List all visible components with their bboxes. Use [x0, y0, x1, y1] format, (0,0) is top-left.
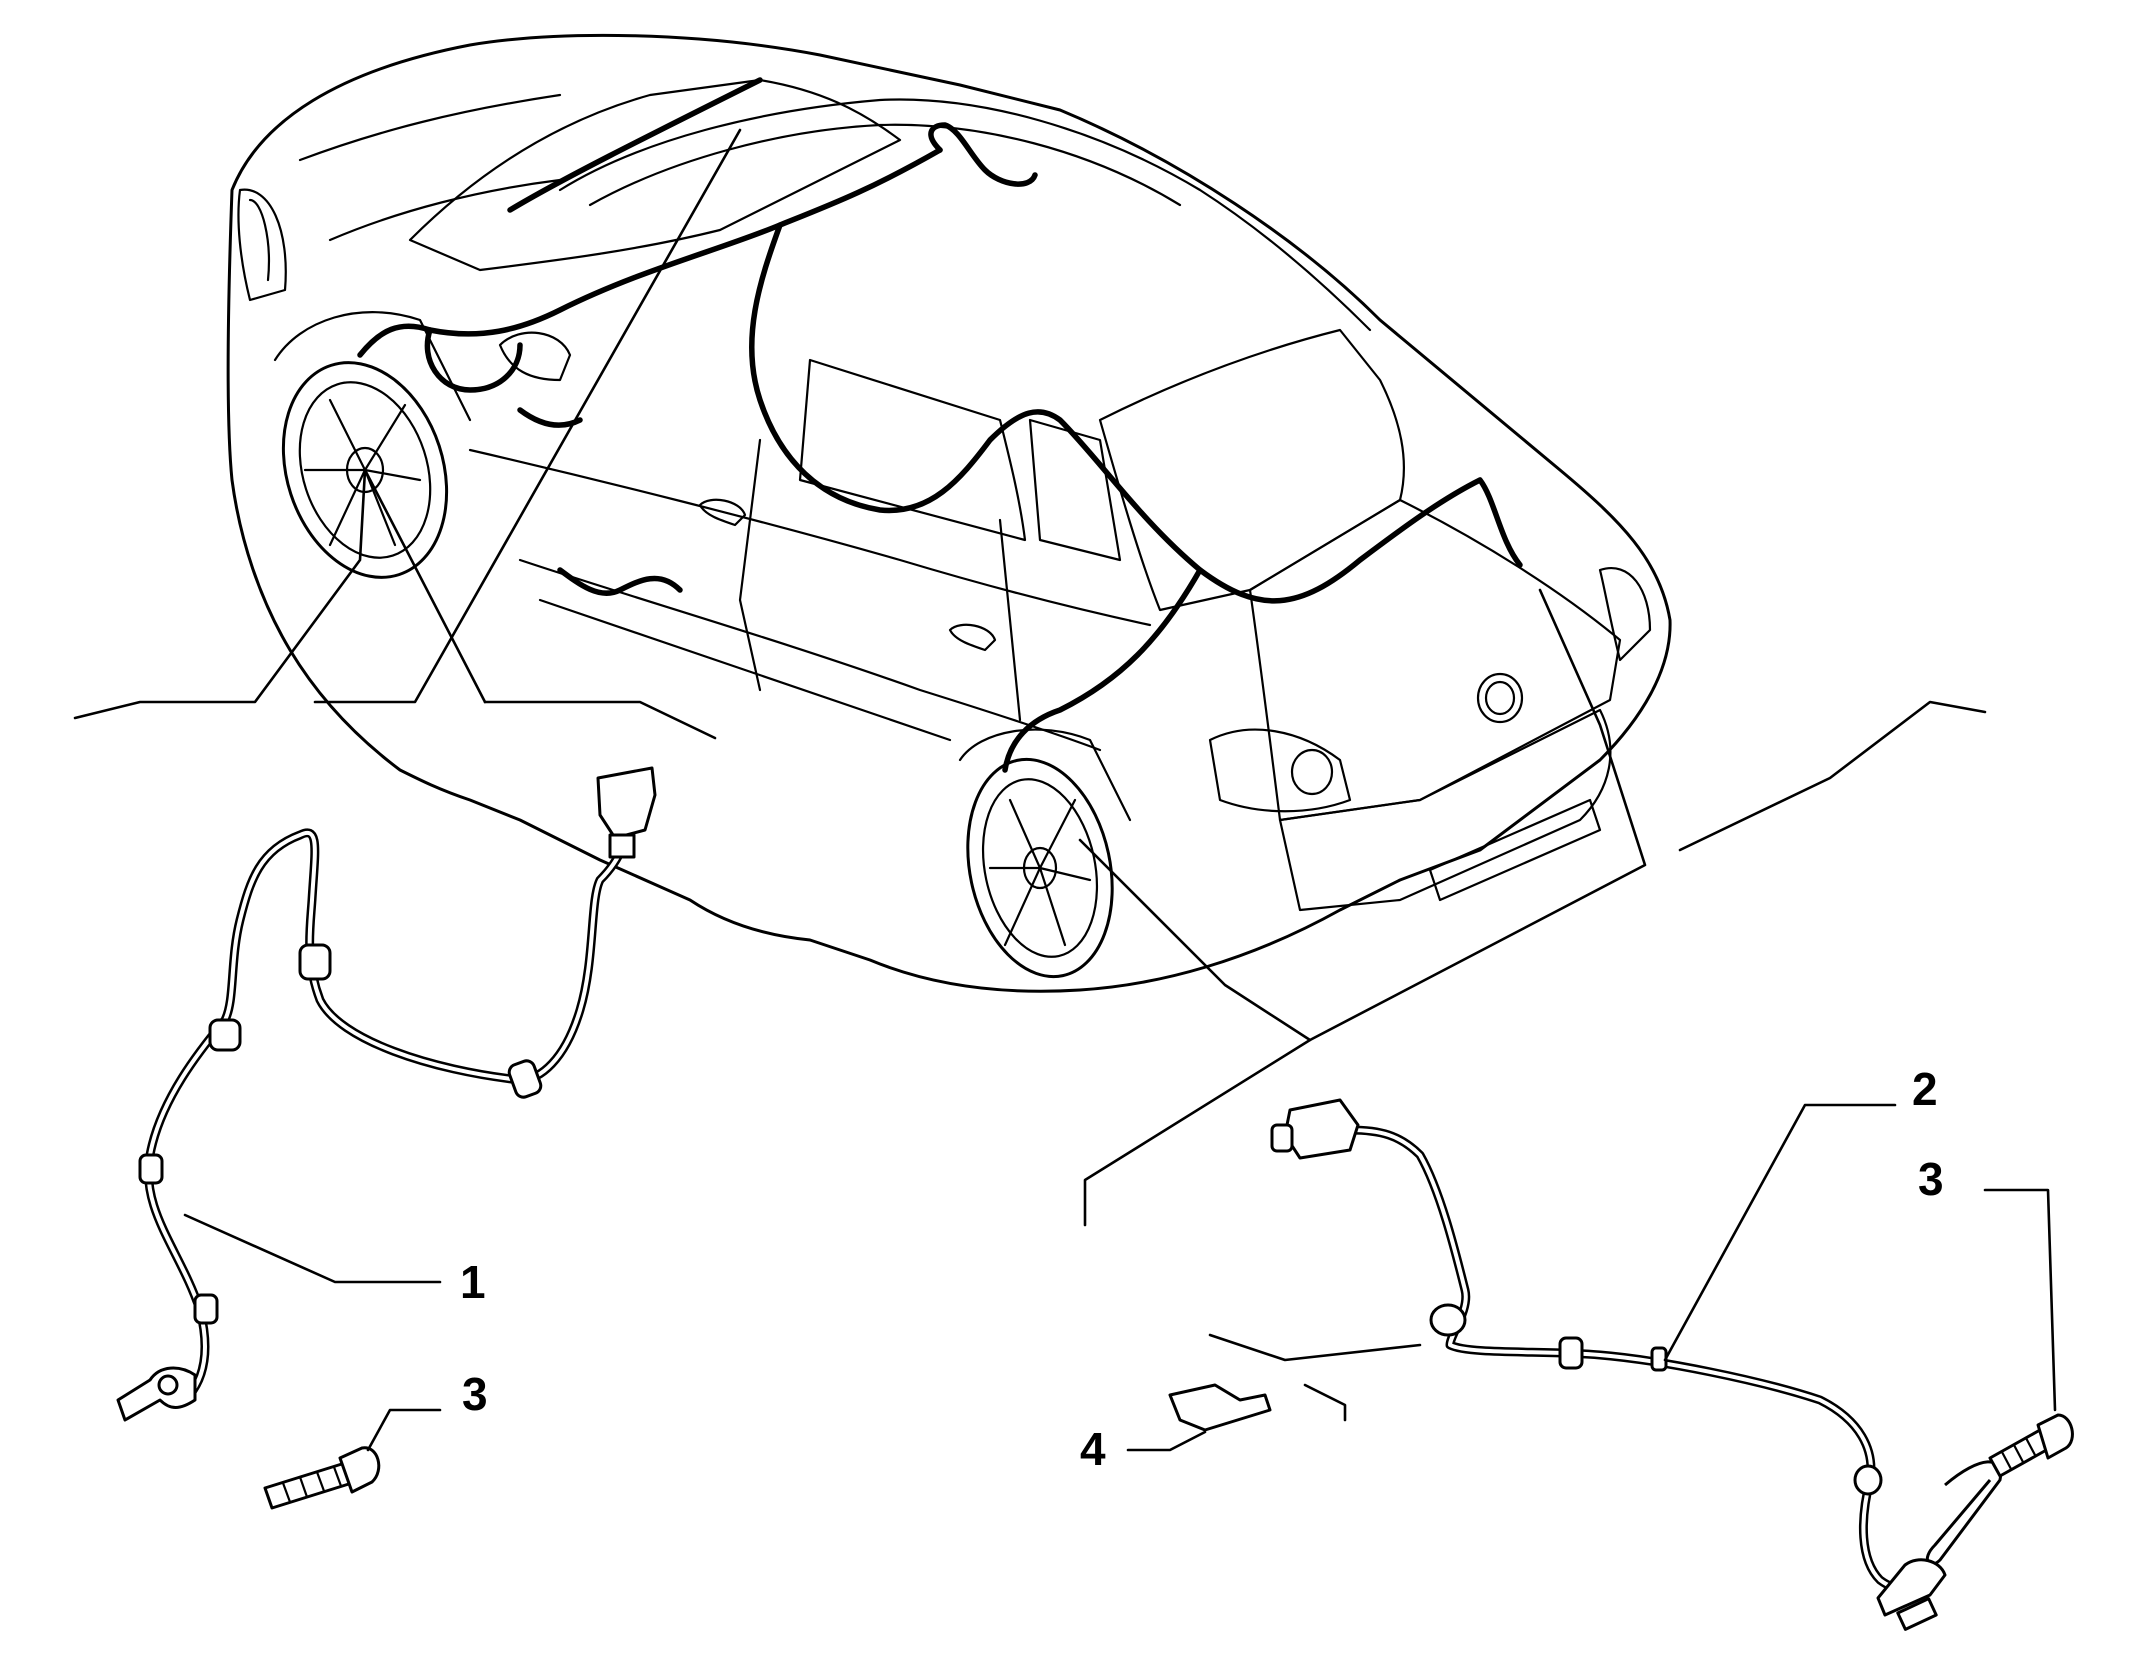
part-4-clip — [1126, 1333, 1422, 1452]
part-3-bolt-left — [263, 1408, 442, 1510]
leader-lines — [73, 128, 1987, 1227]
callout-label-3b: 3 — [1918, 1153, 1944, 1205]
rear-wheel — [966, 757, 1114, 979]
callout-label-4: 4 — [1080, 1423, 1106, 1475]
part-3-bolt-right — [1983, 1188, 2074, 1478]
part-1-front-abs-sensor — [116, 766, 657, 1422]
callout-2: 2 — [1663, 1063, 1938, 1362]
callout-label-1: 1 — [460, 1256, 486, 1308]
callout-label-3a: 3 — [462, 1368, 488, 1420]
part-2-rear-abs-sensor — [1270, 1098, 2003, 1631]
callout-1: 1 — [183, 1213, 486, 1308]
wiring-harness — [357, 122, 1523, 773]
car-illustration — [226, 33, 1672, 993]
callout-label-2: 2 — [1912, 1063, 1938, 1115]
